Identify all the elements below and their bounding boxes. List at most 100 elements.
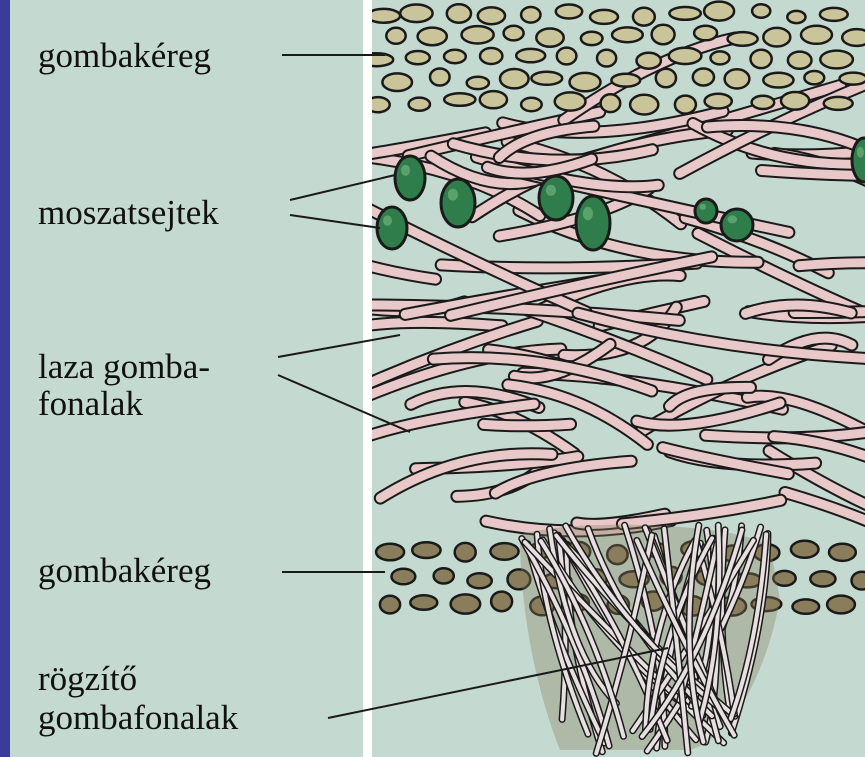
lower-cortex-cell bbox=[852, 572, 865, 590]
upper-cortex-cell bbox=[612, 27, 643, 42]
upper-cortex-cell bbox=[444, 50, 466, 63]
left-border bbox=[0, 0, 10, 757]
upper-cortex-cell bbox=[752, 96, 775, 109]
upper-cortex-cell bbox=[728, 32, 758, 46]
upper-cortex-cell bbox=[705, 94, 732, 109]
upper-cortex-cell bbox=[633, 8, 655, 26]
upper-cortex-cell bbox=[480, 91, 507, 108]
upper-cortex-cell bbox=[611, 74, 640, 87]
lower-cortex-cell bbox=[434, 568, 454, 583]
upper-cortex-cell bbox=[400, 5, 432, 23]
lower-cortex-cell bbox=[829, 544, 856, 561]
lower-cortex-cell bbox=[380, 596, 400, 614]
upper-cortex-cell bbox=[480, 48, 502, 64]
upper-cortex-cell bbox=[801, 26, 832, 44]
upper-cortex-cell bbox=[694, 26, 717, 41]
upper-cortex-cell bbox=[467, 77, 489, 89]
label-algal-cells: moszatsejtek bbox=[38, 194, 219, 232]
algal-cell bbox=[441, 179, 475, 227]
upper-cortex-cell bbox=[675, 96, 696, 114]
upper-cortex-cell bbox=[669, 48, 702, 64]
upper-cortex-cell bbox=[788, 52, 812, 69]
label-rhizine-line2: gombafonalak bbox=[38, 699, 238, 737]
lower-cortex-cell bbox=[412, 542, 440, 558]
label-loose-hyphae-line2: fonalak bbox=[38, 385, 143, 423]
lower-cortex-cell bbox=[392, 569, 416, 585]
upper-cortex-cell bbox=[382, 73, 412, 91]
upper-cortex-cell bbox=[418, 28, 447, 46]
upper-cortex-cell bbox=[751, 50, 772, 68]
lower-cortex-cell bbox=[791, 541, 819, 558]
upper-cortex-cell bbox=[430, 69, 450, 86]
upper-cortex-cell bbox=[820, 8, 848, 21]
upper-cortex-cell bbox=[704, 2, 734, 21]
lower-cortex-cell bbox=[490, 543, 518, 560]
upper-cortex-cell bbox=[787, 11, 805, 23]
upper-cortex-cell bbox=[781, 92, 809, 110]
hypha bbox=[484, 424, 571, 426]
upper-cortex-cell bbox=[500, 69, 529, 88]
hypha bbox=[355, 322, 502, 327]
upper-cortex-cell bbox=[570, 73, 601, 91]
upper-cortex-cell bbox=[557, 48, 577, 65]
algal-cell-highlight bbox=[448, 189, 458, 201]
upper-cortex-cell bbox=[444, 93, 475, 106]
upper-cortex-cell bbox=[711, 51, 730, 64]
hypha bbox=[762, 170, 865, 175]
lower-cortex-cell bbox=[410, 595, 437, 610]
upper-cortex-cell bbox=[406, 51, 430, 64]
upper-cortex-cell bbox=[693, 69, 714, 86]
upper-cortex-cell bbox=[581, 32, 603, 45]
upper-cortex-cell bbox=[656, 69, 676, 88]
upper-cortex-cell bbox=[447, 4, 471, 22]
algal-cell-highlight bbox=[383, 215, 392, 226]
upper-cortex-cell bbox=[478, 7, 505, 24]
lower-cortex-cell bbox=[491, 592, 512, 612]
lower-cortex-cell bbox=[827, 596, 855, 614]
algal-cell bbox=[377, 207, 407, 249]
upper-cortex-cell bbox=[590, 10, 618, 24]
lower-cortex-cell bbox=[451, 594, 481, 613]
algal-cell bbox=[852, 138, 865, 182]
upper-cortex-cell bbox=[752, 4, 770, 17]
upper-cortex-cell bbox=[669, 7, 700, 20]
upper-cortex-cell bbox=[763, 28, 790, 47]
upper-cortex-cell bbox=[824, 97, 853, 110]
lower-cortex-cell bbox=[810, 571, 835, 586]
algal-cell-highlight bbox=[699, 204, 706, 210]
upper-cortex-cell bbox=[652, 25, 675, 44]
upper-cortex-cell bbox=[516, 49, 545, 62]
upper-cortex-cell bbox=[556, 5, 582, 19]
upper-cortex-cell bbox=[386, 28, 405, 44]
lower-cortex-cell bbox=[793, 599, 820, 613]
upper-cortex-cell bbox=[531, 72, 562, 85]
upper-cortex-cell bbox=[630, 95, 658, 115]
label-upper-cortex: gombakéreg bbox=[38, 37, 211, 75]
label-rhizine-line1: rögzítő bbox=[38, 660, 137, 698]
algal-cell bbox=[721, 209, 753, 241]
algal-cell-highlight bbox=[583, 207, 593, 221]
upper-cortex-cell bbox=[521, 7, 540, 23]
algal-cell bbox=[539, 176, 573, 220]
lower-cortex-cell bbox=[455, 543, 476, 562]
upper-cortex-cell bbox=[820, 51, 853, 69]
upper-cortex-cell bbox=[840, 73, 865, 85]
upper-cortex-cell bbox=[597, 50, 616, 67]
algal-cell bbox=[395, 156, 425, 200]
upper-cortex-cell bbox=[842, 29, 865, 46]
upper-cortex-cell bbox=[601, 94, 621, 112]
algal-cell-highlight bbox=[727, 215, 737, 223]
algal-cell bbox=[576, 196, 610, 250]
upper-cortex-cell bbox=[536, 28, 563, 46]
algal-cell-highlight bbox=[857, 147, 864, 158]
label-lower-cortex: gombakéreg bbox=[38, 552, 211, 590]
upper-cortex-cell bbox=[555, 92, 586, 110]
upper-cortex-cell bbox=[763, 73, 793, 88]
upper-cortex-cell bbox=[462, 26, 494, 43]
upper-cortex-cell bbox=[725, 69, 750, 88]
algal-cell-highlight bbox=[401, 165, 410, 176]
upper-cortex-cell bbox=[504, 26, 524, 41]
label-loose-hyphae-line1: laza gomba- bbox=[38, 348, 210, 386]
algal-cell-highlight bbox=[546, 185, 556, 196]
